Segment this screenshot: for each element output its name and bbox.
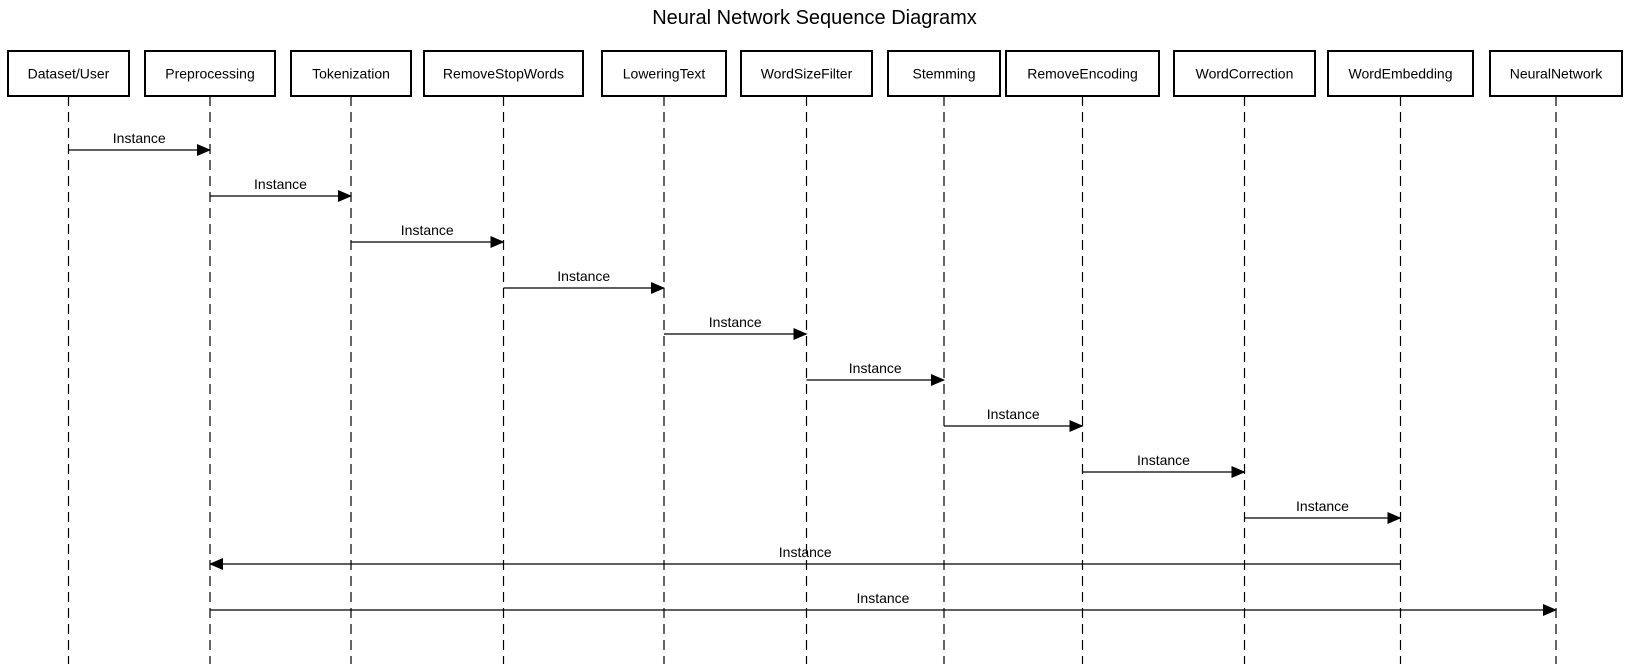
participant-box[interactable]: [601, 50, 727, 97]
participant-box[interactable]: [1005, 50, 1160, 97]
participant-wordcorrection[interactable]: WordCorrection: [1173, 50, 1316, 97]
participant-box[interactable]: [740, 50, 873, 97]
participant-box[interactable]: [1327, 50, 1474, 97]
participants: Dataset/User Preprocessing Tokenization Rem…: [7, 50, 1623, 97]
message-9[interactable]: Instance: [1244, 498, 1402, 524]
participant-preprocessing[interactable]: Preprocessing: [144, 50, 276, 97]
message-label: Instance: [987, 406, 1040, 422]
participant-box[interactable]: [887, 50, 1001, 97]
message-11[interactable]: Instance: [210, 590, 1557, 616]
message-8[interactable]: Instance: [1082, 452, 1246, 478]
participant-label: NeuralNetwork: [1510, 66, 1604, 82]
participant-label: RemoveEncoding: [1027, 66, 1138, 82]
participant-label: LoweringText: [623, 66, 706, 82]
diagram-title: Neural Network Sequence Diagramx: [652, 7, 977, 29]
message-label: Instance: [709, 314, 762, 330]
participant-removeencoding[interactable]: RemoveEncoding: [1005, 50, 1160, 97]
participant-label: Dataset/User: [28, 66, 110, 82]
participant-label: RemoveStopWords: [443, 66, 564, 82]
message-4[interactable]: Instance: [503, 268, 665, 294]
message-label: Instance: [1296, 498, 1349, 514]
message-label: Instance: [557, 268, 610, 284]
participant-box[interactable]: [423, 50, 584, 97]
participant-label: Tokenization: [312, 66, 390, 82]
participant-box[interactable]: [7, 50, 130, 97]
participant-box[interactable]: [1489, 50, 1623, 97]
participant-neuralnetwork[interactable]: NeuralNetwork: [1489, 50, 1623, 97]
message-label: Instance: [779, 544, 832, 560]
participant-label: Preprocessing: [165, 66, 255, 82]
participant-label: Stemming: [912, 66, 975, 82]
participant-wordembedding[interactable]: WordEmbedding: [1327, 50, 1474, 97]
participant-box[interactable]: [144, 50, 276, 97]
message-2[interactable]: Instance: [210, 176, 352, 202]
participant-label: WordCorrection: [1196, 66, 1294, 82]
message-7[interactable]: Instance: [944, 406, 1084, 432]
participant-label: WordSizeFilter: [761, 66, 853, 82]
participant-label: WordEmbedding: [1348, 66, 1452, 82]
messages: InstanceInstanceInstanceInstanceInstance…: [68, 130, 1557, 616]
message-5[interactable]: Instance: [664, 314, 808, 340]
participant-loweringtext[interactable]: LoweringText: [601, 50, 727, 97]
message-3[interactable]: Instance: [351, 222, 505, 248]
participant-tokenization[interactable]: Tokenization: [290, 50, 412, 97]
participant-removestopwords[interactable]: RemoveStopWords: [423, 50, 584, 97]
message-6[interactable]: Instance: [806, 360, 945, 386]
message-label: Instance: [401, 222, 454, 238]
message-10[interactable]: Instance: [209, 544, 1401, 570]
participant-stemming[interactable]: Stemming: [887, 50, 1001, 97]
message-label: Instance: [113, 130, 166, 146]
participant-box[interactable]: [1173, 50, 1316, 97]
message-label: Instance: [1137, 452, 1190, 468]
participant-dataset_user[interactable]: Dataset/User: [7, 50, 130, 97]
message-1[interactable]: Instance: [68, 130, 211, 156]
participant-box[interactable]: [290, 50, 412, 97]
participant-wordsizefilter[interactable]: WordSizeFilter: [740, 50, 873, 97]
message-label: Instance: [857, 590, 910, 606]
message-label: Instance: [254, 176, 307, 192]
message-label: Instance: [849, 360, 902, 376]
